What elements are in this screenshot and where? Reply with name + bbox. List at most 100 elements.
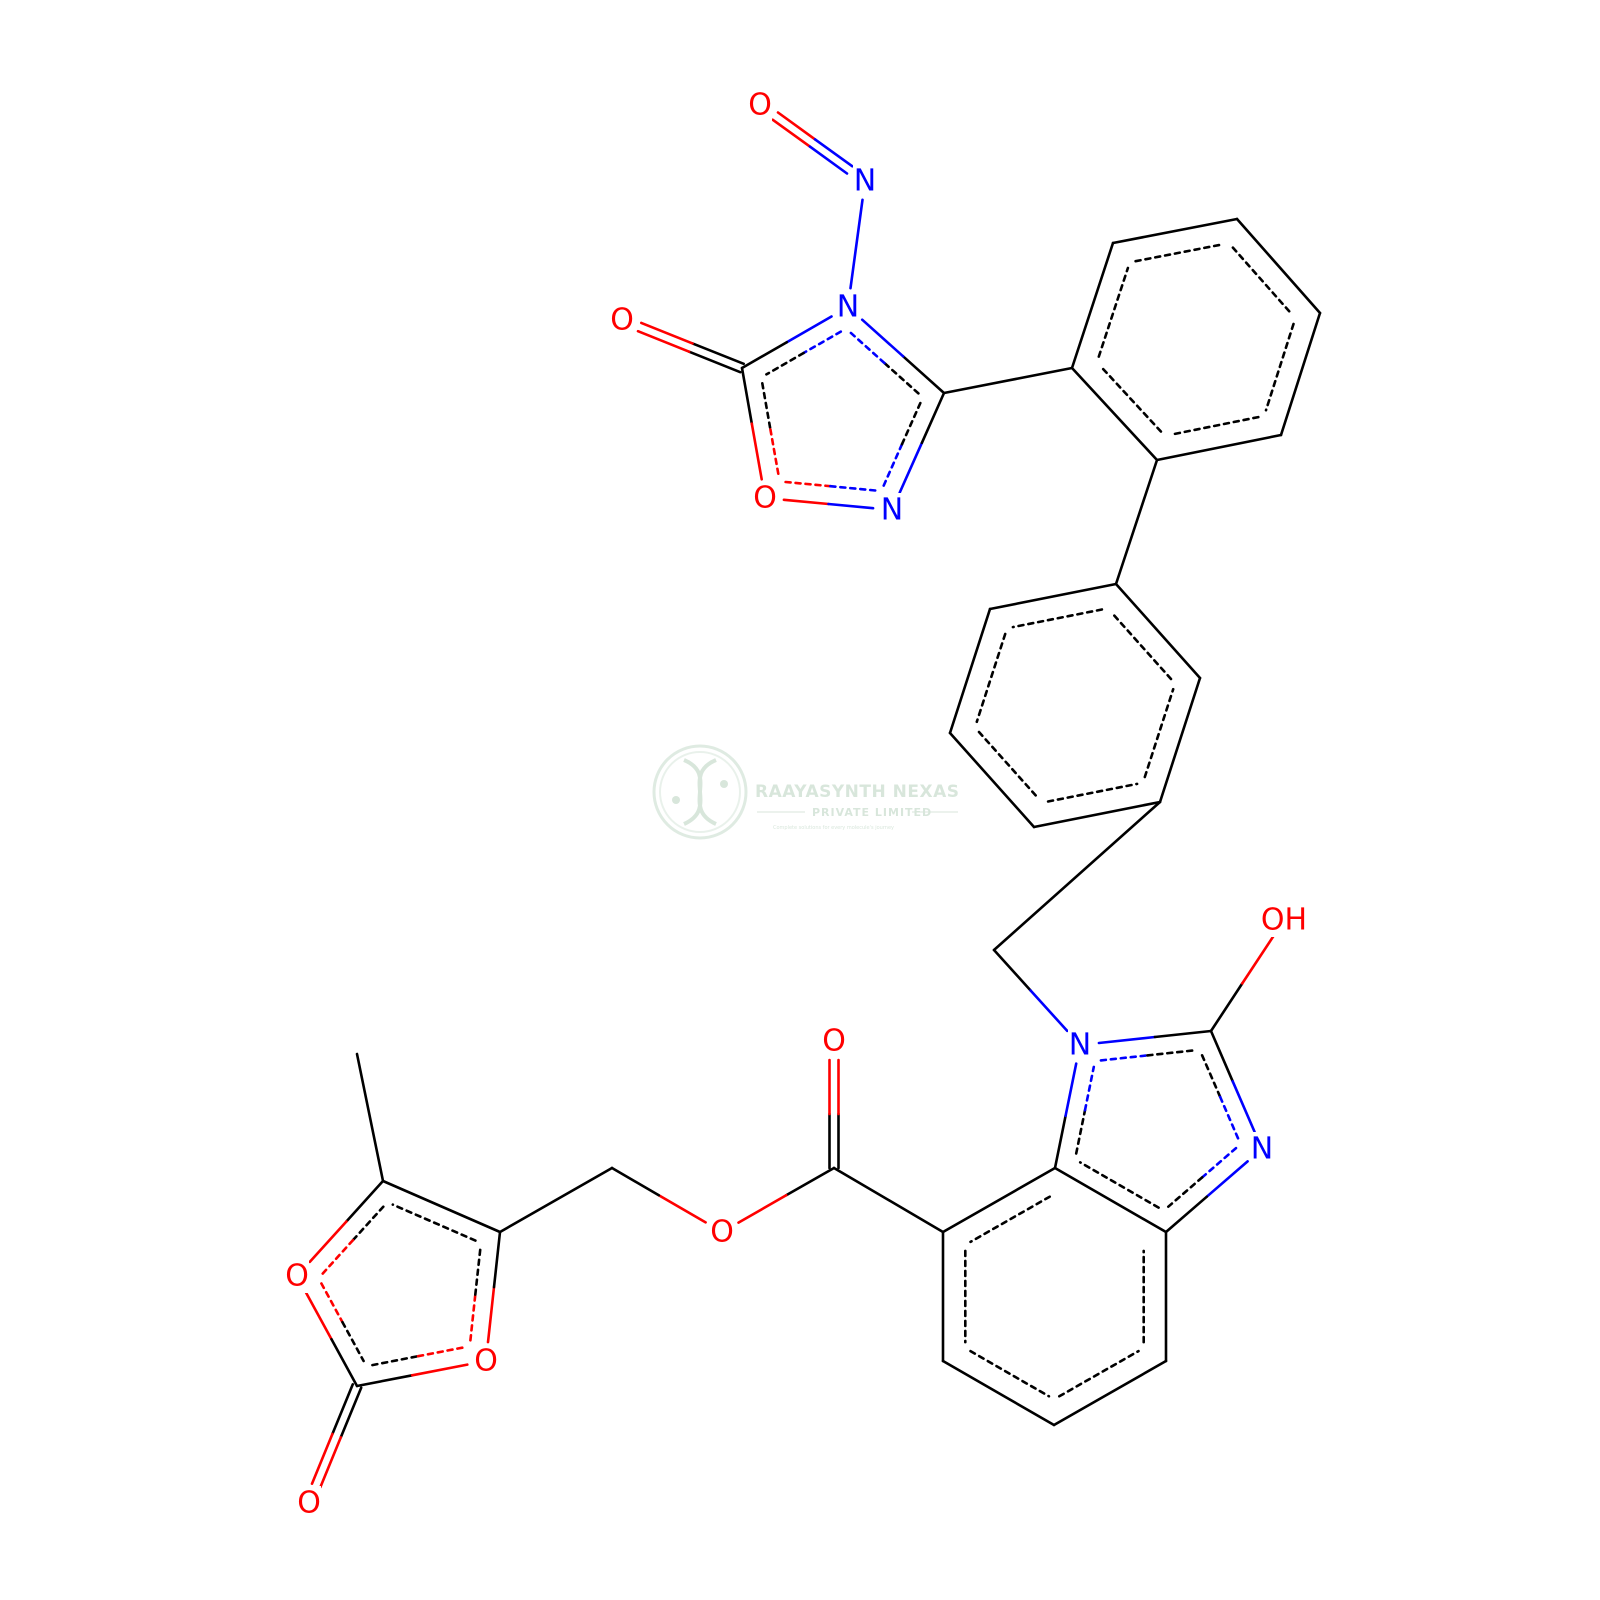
atom-label-background [1250, 1132, 1274, 1166]
bond-N3-C2 [882, 391, 946, 494]
bond-line [691, 342, 746, 366]
bond-line [901, 354, 946, 395]
bond-line [1114, 582, 1202, 680]
bond-C20-C21 [941, 1349, 1056, 1427]
bond-line [941, 1166, 1057, 1234]
bond-C22-C18 [1142, 1230, 1168, 1363]
aromatic-bond-line [1231, 246, 1293, 316]
bond-line [1205, 1160, 1249, 1198]
bond-O6-C25 [610, 1166, 707, 1224]
bond-line [610, 1166, 661, 1197]
atom-label-O9: O [297, 1486, 321, 1521]
bond-C24-O5 [828, 1058, 840, 1170]
aromatic-bond-line [1143, 687, 1175, 779]
company-watermark: RAAYASYNTH NEXAS PRIVATE LIMITED Complet… [652, 744, 959, 840]
bond-line [849, 198, 864, 290]
atom-label-O4: OH [1261, 903, 1307, 938]
bond-C1-O3 [740, 366, 780, 481]
bond-C2-C3 [942, 366, 1074, 395]
atom-label-background [753, 481, 777, 515]
bond-line [339, 1386, 363, 1439]
aromatic-bond-line [1046, 782, 1139, 803]
bond-C29-O8 [355, 1346, 469, 1388]
bond-line [1064, 1062, 1078, 1118]
aromatic-bond-line [1110, 611, 1173, 681]
bond-line [860, 318, 905, 358]
bond-line [657, 1193, 707, 1224]
bond-C18-C16 [1053, 1161, 1168, 1234]
atom-label-background [1264, 903, 1304, 937]
bond-C10-C11 [948, 607, 1007, 735]
aromatic-bond-line [1097, 266, 1130, 358]
bond-line [1231, 1080, 1256, 1133]
bond-line [813, 138, 854, 168]
aromatic-bond-line [1058, 1349, 1140, 1398]
bond-C8-C3 [1070, 365, 1163, 462]
bond-line [1070, 366, 1159, 462]
aromatic-bond-line [900, 401, 922, 446]
bond-line [988, 582, 1118, 611]
bond-C25-C26 [498, 1166, 614, 1234]
bond-line [498, 1166, 614, 1234]
atom-label-O8: O [474, 1344, 498, 1379]
atom-label-O7: O [285, 1259, 309, 1294]
aromatic-bond-line [1167, 1176, 1204, 1208]
bond-line [740, 340, 789, 370]
atom-label-background [880, 493, 904, 527]
aromatic-bond-line [849, 331, 886, 365]
bond-line [784, 1166, 836, 1197]
atom-label-background [285, 1259, 309, 1293]
aromatic-bond-line [829, 484, 877, 492]
bond-line [304, 1291, 333, 1341]
bond-C24-O6 [737, 1166, 836, 1224]
bond-line [1164, 1195, 1209, 1234]
bond-line [776, 111, 817, 141]
bond-C15-N4 [992, 948, 1069, 1033]
bond-line [920, 391, 946, 445]
bond-C7-C8 [1155, 415, 1283, 462]
aromatic-bond-line [321, 1238, 355, 1276]
aromatic-bond-line [975, 632, 1007, 724]
atom-label-O2: O [610, 303, 634, 338]
bond-O3-N3 [782, 480, 877, 510]
bond-line [1209, 1029, 1234, 1083]
atom-label-background [297, 1486, 321, 1520]
atom-label-O1: O [748, 88, 772, 123]
atom-label-background [610, 303, 634, 337]
bond-C14-C9 [1110, 582, 1202, 681]
aromatic-bond-line [391, 1203, 477, 1242]
watermark-logo-icon [652, 744, 748, 840]
bond-C5-C6 [1231, 217, 1322, 316]
bond-C6-C7 [1264, 311, 1322, 437]
atom-label-N5: N [1251, 1132, 1273, 1167]
aromatic-bond-line [371, 1354, 420, 1367]
aromatic-bond-line [977, 730, 1040, 800]
bond-C12-C13 [1032, 782, 1162, 829]
atom-label-background [1068, 1028, 1092, 1062]
bond-line [740, 366, 754, 425]
aromatic-bond-line [883, 361, 920, 395]
bond-line [330, 1338, 359, 1388]
bond-line [1153, 1029, 1213, 1039]
aromatic-bond-line [416, 1346, 466, 1358]
atom-label-background [822, 1024, 846, 1058]
bond-line [771, 118, 812, 148]
bond-line [1235, 217, 1322, 315]
bond-C19-C24 [832, 1166, 945, 1234]
bond-C8-C9 [1114, 458, 1159, 586]
atom-label-O5: O [822, 1024, 846, 1059]
bond-line [1097, 1035, 1157, 1045]
aromatic-bond-line [1218, 1095, 1240, 1140]
bond-line [782, 498, 830, 506]
bond-line [381, 1179, 502, 1234]
bond-C29-O9 [310, 1383, 363, 1489]
bond-line [1209, 982, 1244, 1033]
aromatic-bond-line [469, 1293, 477, 1342]
bond-line [319, 1436, 343, 1489]
aromatic-bond-line [784, 480, 832, 488]
aromatic-bond-line [320, 1282, 344, 1324]
atom-label-O6: O [710, 1215, 734, 1250]
bond-C2-N2 [849, 318, 946, 395]
bond-line [639, 321, 694, 345]
